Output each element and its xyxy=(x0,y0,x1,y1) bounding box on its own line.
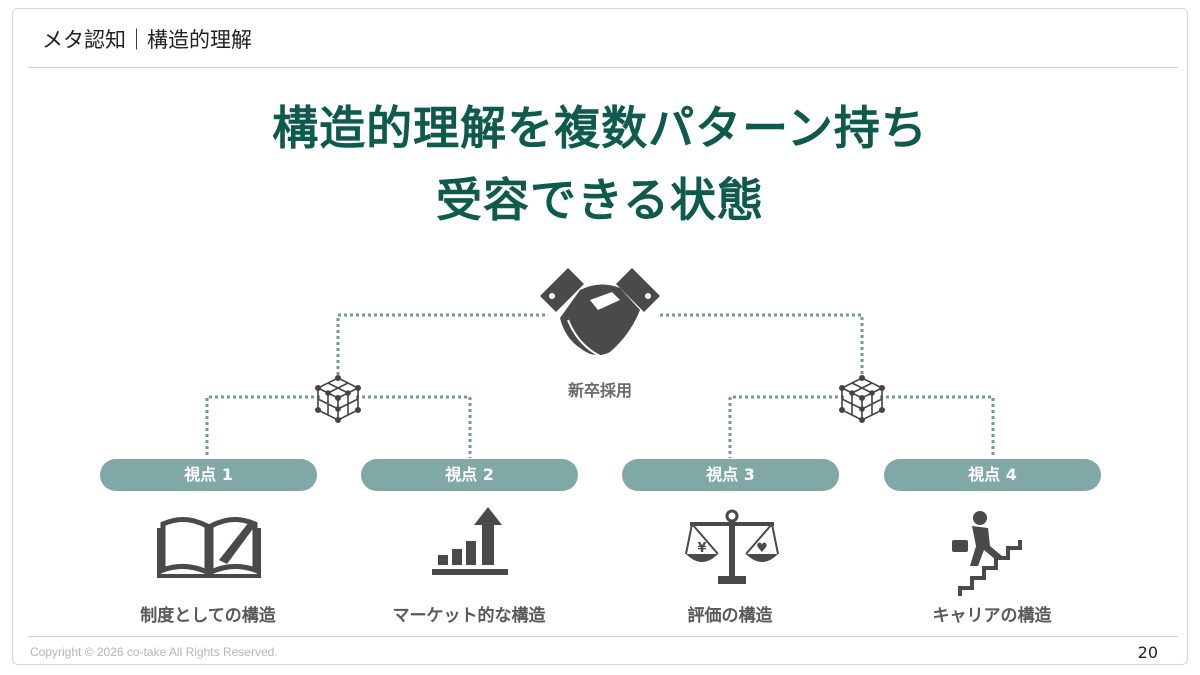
viewpoint-label-3: 評価の構造 xyxy=(687,606,773,626)
cube-network-icon xyxy=(838,374,885,423)
book-pen-icon xyxy=(157,517,261,578)
copyright: Copyright © 2026 co-take All Rights Rese… xyxy=(30,645,278,659)
viewpoint-label-1: 制度としての構造 xyxy=(140,606,276,626)
header-divider xyxy=(28,67,1178,68)
viewpoint-pill-3: 視点 3 xyxy=(622,459,839,491)
viewpoint-pill-4: 視点 4 xyxy=(884,459,1101,491)
stairs-climb-icon xyxy=(952,511,1022,596)
handshake-icon xyxy=(540,268,660,357)
connector-left-branch xyxy=(205,395,472,458)
viewpoint-label-2: マーケット的な構造 xyxy=(392,606,546,626)
viewpoint-pill-2: 視点 2 xyxy=(361,459,578,491)
footer-divider xyxy=(28,636,1178,637)
balance-scale-icon: ¥ ♥ xyxy=(685,509,779,584)
slide-card xyxy=(12,8,1188,665)
svg-text:♥: ♥ xyxy=(756,541,768,556)
hub-label: 新卒採用 xyxy=(567,381,632,400)
svg-text:¥: ¥ xyxy=(697,541,706,556)
cube-network-icon xyxy=(314,374,361,423)
connector-right xyxy=(660,313,864,380)
page-number: 20 xyxy=(1137,643,1158,662)
viewpoint-pill-1: 視点 1 xyxy=(100,459,317,491)
growth-chart-icon xyxy=(432,507,508,575)
viewpoint-label-4: キャリアの構造 xyxy=(932,606,1052,626)
main-title-line2: 受容できる状態 xyxy=(435,173,765,227)
connector-left xyxy=(336,313,545,380)
connector-right-branch xyxy=(728,395,995,458)
slide-header: メタ認知｜構造的理解 xyxy=(42,28,252,52)
main-title-line1: 構造的理解を複数パターン持ち xyxy=(272,101,928,155)
